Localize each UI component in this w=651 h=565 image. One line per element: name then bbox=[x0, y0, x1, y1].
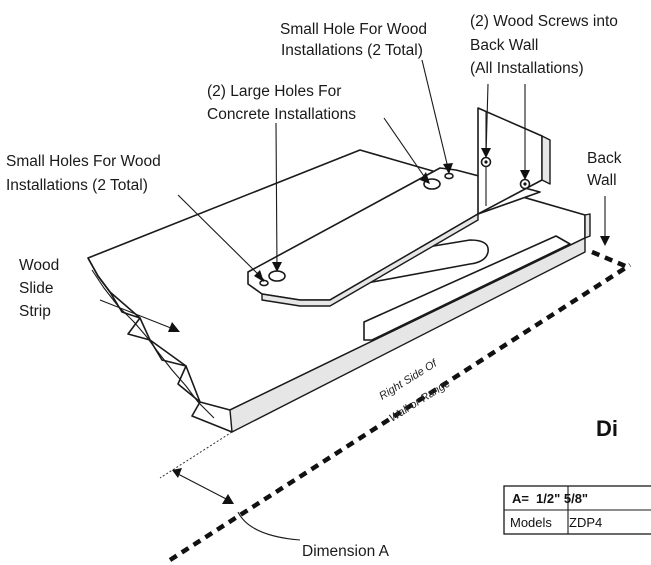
table-row1-label: A= bbox=[512, 491, 529, 506]
leader-dimension-a bbox=[237, 511, 301, 541]
label-wood-screws-line3: (All Installations) bbox=[470, 60, 584, 77]
label-wood-slide-line3: Strip bbox=[19, 303, 51, 320]
leader-lines bbox=[99, 59, 606, 541]
board-broken-edge bbox=[87, 257, 233, 433]
arrow-large-hole-left-icon bbox=[272, 262, 282, 272]
arrow-wood-slide-icon bbox=[168, 322, 180, 332]
label-large-holes-line1: (2) Large Holes For bbox=[207, 83, 341, 100]
leader-small-holes-left bbox=[177, 194, 265, 281]
small-hole-right-icon bbox=[444, 172, 454, 180]
bracket-flange-side bbox=[541, 135, 551, 185]
board-front-edge bbox=[229, 237, 586, 433]
dimension-table: A= 1/2" 5/8" Models ZDP4 bbox=[503, 485, 651, 535]
arrow-back-wall-icon bbox=[600, 236, 610, 246]
arrow-dimension-a-icon bbox=[222, 494, 234, 504]
leader-screw-1 bbox=[485, 83, 489, 157]
board-lower-groove bbox=[363, 235, 571, 341]
leader-dimension-a-arrow bbox=[177, 473, 233, 503]
board-broken-edge-inner bbox=[91, 269, 215, 419]
table-row2-label: Models bbox=[510, 515, 552, 530]
leader-large-hole-right bbox=[383, 117, 429, 183]
label-dimension-a: Dimension A bbox=[302, 543, 390, 560]
leader-wood-slide-strip bbox=[99, 299, 177, 331]
label-small-holes-left-line2: Installations (2 Total) bbox=[6, 177, 148, 194]
table-row1-values: 1/2" 5/8" bbox=[536, 491, 588, 506]
arrow-dimension-a-left-icon bbox=[172, 468, 182, 478]
screw-head-2-icon bbox=[523, 182, 527, 186]
partial-heading: Di bbox=[596, 416, 618, 441]
small-hole-left-icon bbox=[259, 279, 269, 287]
right-side-of-wall-line bbox=[168, 263, 632, 562]
label-wood-screws-line1: (2) Wood Screws into bbox=[470, 13, 618, 30]
bracket bbox=[247, 107, 551, 307]
arrow-large-hole-right-icon bbox=[420, 172, 430, 184]
label-small-holes-left-line1: Small Holes For Wood bbox=[6, 153, 161, 170]
label-small-hole-top-line2: Installations (2 Total) bbox=[281, 42, 423, 59]
arrow-small-hole-top-icon bbox=[443, 163, 453, 174]
arrow-screw-1-icon bbox=[481, 148, 491, 158]
leader-large-hole-left bbox=[275, 122, 278, 271]
label-back-wall-line2: Wall bbox=[587, 172, 617, 189]
dimension-a-extension bbox=[159, 431, 233, 479]
arrow-screw-2-icon bbox=[520, 170, 530, 180]
arrow-small-holes-left-icon bbox=[254, 270, 264, 282]
screw-head-1-icon bbox=[484, 160, 488, 164]
bracket-plate-edge bbox=[261, 213, 479, 307]
arrowheads bbox=[168, 148, 610, 504]
back-wall-line bbox=[591, 249, 631, 271]
label-back-wall-line1: Back bbox=[587, 150, 622, 167]
label-wood-slide-line1: Wood bbox=[19, 257, 59, 274]
label-large-holes-line2: Concrete Installations bbox=[207, 106, 356, 123]
label-wood-slide-line2: Slide bbox=[19, 280, 53, 297]
label-wood-screws-line2: Back Wall bbox=[470, 37, 538, 54]
leader-small-hole-top bbox=[421, 59, 450, 173]
board-back-edge bbox=[584, 213, 591, 239]
large-hole-left-icon bbox=[268, 270, 286, 282]
table-row2-values: ZDP4 bbox=[569, 515, 602, 530]
label-small-hole-top-line1: Small Hole For Wood bbox=[280, 21, 427, 38]
